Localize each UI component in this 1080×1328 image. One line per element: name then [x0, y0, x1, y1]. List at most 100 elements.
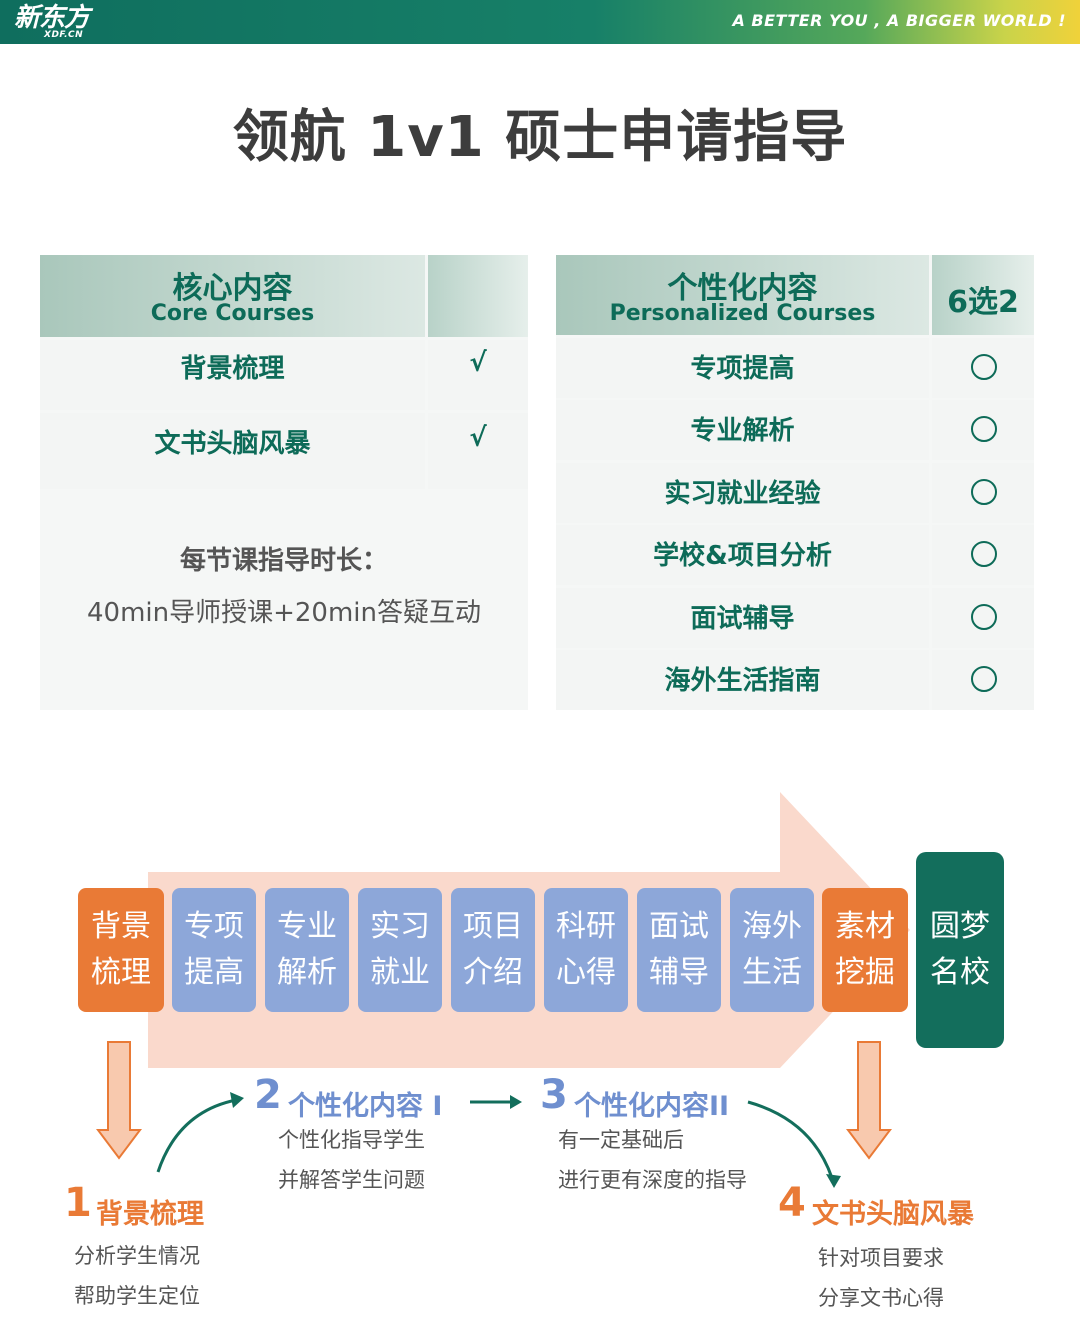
flow-stage-box: 背景梳理: [78, 888, 164, 1012]
personalized-row-label: 专业解析: [690, 416, 795, 446]
option-circle-icon[interactable]: [971, 604, 997, 630]
curved-arrow-icon: [156, 1098, 237, 1173]
flow-stage-line2: 挖掘: [835, 955, 895, 990]
personalized-row-label: 学校&项目分析: [653, 541, 832, 571]
core-courses-header: 核心内容 Core Courses: [40, 255, 425, 337]
down-arrow-icon: [846, 1041, 892, 1160]
table-row-mark-cell: [428, 340, 528, 410]
flow-stage-line1: 专项: [184, 909, 244, 944]
step-arrows: [96, 1041, 892, 1188]
flow-stage-line1: 科研: [556, 909, 616, 944]
table-row: [40, 340, 425, 410]
flow-stage-line2: 介绍: [463, 955, 523, 990]
flow-stage-box: 海外生活: [730, 888, 814, 1012]
step-4-number: 4: [778, 1180, 806, 1226]
step-4-desc: 针对项目要求 分享文书心得: [818, 1238, 944, 1318]
core-row-label: 文书头脑风暴: [154, 429, 311, 459]
core-row-label: 背景梳理: [180, 354, 285, 384]
choice-count-label: 6选2: [947, 285, 1019, 320]
option-circle-icon[interactable]: [971, 541, 997, 567]
duration-text: 40min导师授课+20min答疑互动: [86, 598, 481, 628]
brand-logo[interactable]: 新东方: [14, 3, 90, 33]
step-1-number: 1: [64, 1180, 92, 1226]
personalized-row-label: 实习就业经验: [664, 479, 821, 509]
flow-stage-line1: 素材: [835, 909, 895, 944]
core-courses-header-mark-cell: [428, 255, 528, 337]
personalized-row-label: 专项提高: [690, 354, 795, 384]
flow-stage-line1: 海外: [742, 909, 802, 944]
flow-stage-line2: 解析: [277, 955, 337, 990]
table-row: [556, 338, 929, 398]
step-1-title: 背景梳理: [96, 1199, 204, 1230]
step-4-title: 文书头脑风暴: [812, 1199, 974, 1230]
step-1-desc-line1: 分析学生情况: [74, 1244, 200, 1268]
arrow-head-icon: [826, 1174, 841, 1188]
flow-stage-line1: 背景: [91, 909, 151, 944]
personalized-row-label: 海外生活指南: [664, 666, 821, 696]
flow-stage-box: 面试辅导: [637, 888, 721, 1012]
page-title: 领航 1v1 硕士申请指导: [232, 105, 848, 170]
table-row: [556, 525, 929, 585]
step-1-desc: 分析学生情况 帮助学生定位: [74, 1236, 200, 1316]
flow-final-line2: 名校: [930, 955, 990, 990]
header-slogan: A BETTER YOU , A BIGGER WORLD !: [732, 11, 1066, 30]
step-4-desc-line1: 针对项目要求: [818, 1246, 944, 1270]
flow-stage-box: 专业解析: [265, 888, 349, 1012]
arrow-head-icon: [510, 1095, 522, 1109]
flow-stage-box: 科研心得: [544, 888, 628, 1012]
flow-stage-line2: 梳理: [91, 955, 151, 990]
personalized-courses-title-en: Personalized Courses: [609, 301, 876, 326]
option-circle-icon[interactable]: [971, 416, 997, 442]
flow-stage-box: 项目介绍: [451, 888, 535, 1012]
step-2-desc-line2: 并解答学生问题: [278, 1168, 425, 1192]
option-circle-icon[interactable]: [971, 479, 997, 505]
table-row: [556, 588, 929, 648]
check-mark-icon: √: [469, 348, 487, 378]
flow-final-box: 圆梦 名校: [916, 852, 1004, 1048]
flow-stage-line2: 辅导: [649, 955, 709, 990]
step-3-number: 3: [540, 1072, 568, 1118]
step-3-desc-line1: 有一定基础后: [558, 1128, 684, 1152]
flow-stage-line1: 专业: [277, 909, 337, 944]
step-2-desc-line1: 个性化指导学生: [278, 1128, 425, 1152]
duration-title: 每节课指导时长：: [179, 546, 388, 576]
arrow-head-icon: [230, 1092, 244, 1108]
header-bar: 新东方 XDF.CN A BETTER YOU , A BIGGER WORLD…: [0, 0, 1080, 44]
flow-stage-line2: 提高: [184, 955, 244, 990]
flow-stage-box: 专项提高: [172, 888, 256, 1012]
step-2-title: 个性化内容 I: [288, 1091, 443, 1122]
flow-stage-line2: 就业: [370, 955, 430, 990]
table-row: [556, 400, 929, 460]
table-row: [40, 413, 425, 489]
flow-stage-line1: 面试: [649, 909, 709, 944]
step-3-desc: 有一定基础后 进行更有深度的指导: [558, 1120, 747, 1200]
flow-final-line1: 圆梦: [930, 909, 990, 944]
check-mark-icon: √: [469, 423, 487, 453]
choice-header-cell: 6选2: [932, 255, 1034, 335]
option-circle-icon[interactable]: [971, 666, 997, 692]
flow-stage-line2: 心得: [556, 955, 616, 990]
flow-stage-line1: 项目: [463, 909, 523, 944]
down-arrow-icon: [96, 1041, 142, 1160]
step-3-desc-line2: 进行更有深度的指导: [558, 1168, 747, 1192]
flow-stage-line1: 实习: [370, 909, 430, 944]
personalized-row-label: 面试辅导: [690, 604, 795, 634]
table-row-mark-cell: [428, 413, 528, 489]
step-3-title: 个性化内容II: [574, 1091, 730, 1122]
personalized-courses-header: 个性化内容 Personalized Courses: [556, 255, 929, 335]
step-4-desc-line2: 分享文书心得: [818, 1286, 944, 1310]
step-1-desc-line2: 帮助学生定位: [74, 1284, 200, 1308]
flow-stage-box: 素材挖掘: [822, 888, 908, 1012]
flow-stage-line2: 生活: [742, 955, 802, 990]
table-row: [556, 463, 929, 523]
flow-stage-box: 实习就业: [358, 888, 442, 1012]
step-2-desc: 个性化指导学生 并解答学生问题: [278, 1120, 425, 1200]
personalized-courses-title-cn: 个性化内容: [667, 271, 818, 306]
curved-arrow-icon: [747, 1100, 834, 1179]
brand-logo-domain: XDF.CN: [44, 30, 84, 40]
step-2-number: 2: [254, 1072, 282, 1118]
core-courses-title-cn: 核心内容: [172, 271, 293, 306]
option-circle-icon[interactable]: [971, 354, 997, 380]
table-row: [556, 650, 929, 710]
